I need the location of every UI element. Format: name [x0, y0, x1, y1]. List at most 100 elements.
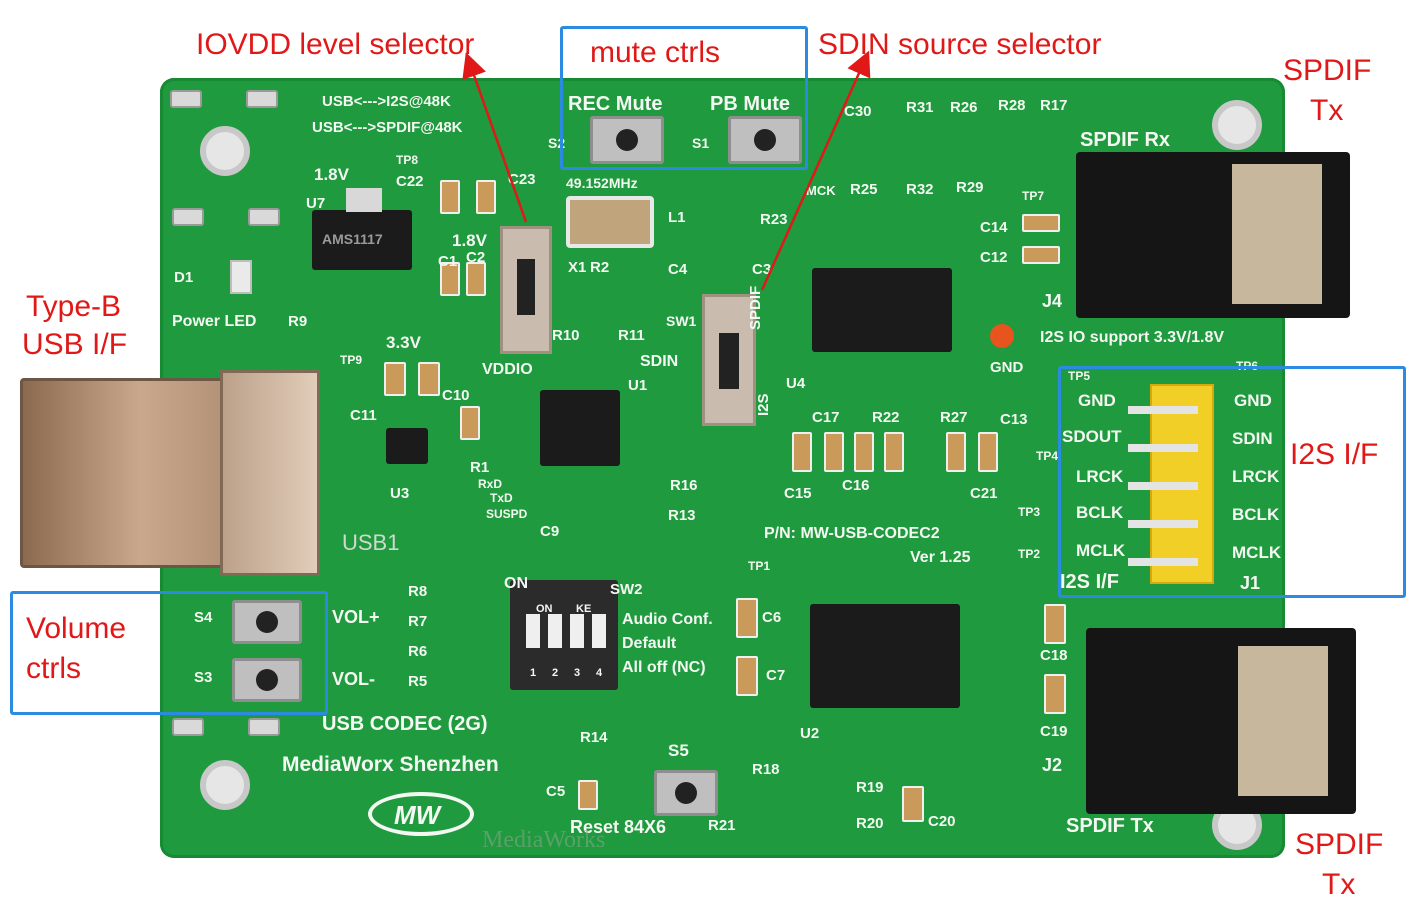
silk-c30: C30	[844, 103, 872, 120]
gnd-test-point	[990, 324, 1014, 348]
annotation-mute-ctrls: mute ctrls	[590, 36, 721, 69]
reset-button[interactable]	[654, 770, 718, 816]
dip-lever[interactable]	[570, 614, 584, 648]
silk-c1: C1	[438, 253, 458, 270]
smd-component	[1022, 214, 1060, 232]
silk-u7: U7	[306, 195, 326, 212]
silk-c18: C18	[1040, 647, 1068, 664]
iovdd-slide-switch[interactable]	[500, 226, 552, 354]
spdif-rx-jack	[1076, 152, 1350, 318]
silk-default: Default	[622, 635, 677, 652]
edge-pad	[246, 90, 278, 108]
silk-header-sdin-right: SDIN	[1232, 429, 1273, 448]
annotation-i2s-if: I2S I/F	[1290, 438, 1379, 471]
silk-s5: S5	[668, 741, 689, 760]
silk-sdin: SDIN	[640, 353, 679, 370]
silk-gnd-tp: GND	[990, 359, 1024, 376]
silk-c5: C5	[546, 783, 566, 800]
silk-header-lrck-right: LRCK	[1232, 467, 1280, 486]
annotation-spdif-tx-top-line1: SPDIF	[1283, 54, 1372, 87]
silk-c13: C13	[1000, 411, 1028, 428]
silk-rxd: RxD	[478, 477, 503, 491]
switch-knob[interactable]	[719, 333, 739, 389]
smd-component	[736, 598, 758, 638]
ic-u4	[812, 268, 952, 352]
silk-r27: R27	[940, 409, 968, 426]
silk-header-bclk-right: BCLK	[1232, 505, 1280, 524]
silk-r32: R32	[906, 181, 934, 198]
silk-r9: R9	[288, 313, 308, 330]
dip-number-3: 3	[574, 667, 581, 679]
silk-tp4: TP4	[1036, 449, 1059, 463]
mounting-hole-bottom-left	[200, 760, 250, 810]
silk-vddio: VDDIO	[482, 361, 533, 378]
power-led	[230, 260, 252, 294]
silk-c15: C15	[784, 485, 812, 502]
silk-usb-spdif: USB<--->SPDIF@48K	[312, 119, 463, 136]
silk-version: Ver 1.25	[910, 549, 971, 566]
silk-usb-i2s: USB<--->I2S@48K	[322, 93, 451, 110]
logo-mark: MW	[394, 800, 441, 830]
silk-r10: R10	[552, 327, 580, 344]
silk-header-gnd: GND	[1078, 391, 1116, 410]
smd-component	[736, 656, 758, 696]
mediaworx-logo: MW	[368, 792, 474, 836]
silk-mediaworx: MediaWorx Shenzhen	[282, 753, 499, 776]
annotation-volume-line2: ctrls	[26, 652, 81, 685]
silk-header-lrck: LRCK	[1076, 467, 1124, 486]
dip-number-4: 4	[596, 667, 603, 679]
sdin-slide-switch[interactable]	[702, 294, 756, 426]
silk-r22: R22	[872, 409, 900, 426]
edge-pad	[172, 208, 204, 226]
silk-tp1: TP1	[748, 559, 771, 573]
ic-u2	[810, 604, 960, 708]
silk-j2: J2	[1042, 755, 1063, 775]
silk-r1: R1	[470, 459, 490, 476]
sdin-arrow	[760, 50, 871, 291]
silk-part-number: P/N: MW-USB-CODEC2	[764, 525, 940, 542]
volume-down-button[interactable]	[232, 658, 302, 702]
smd-component	[418, 362, 440, 396]
silk-u3: U3	[390, 485, 410, 502]
volume-up-button[interactable]	[232, 600, 302, 644]
silk-tp3: TP3	[1018, 505, 1041, 519]
usb-b-connector-shell	[220, 370, 320, 576]
silk-j1: J1	[1240, 573, 1261, 593]
switch-knob[interactable]	[517, 259, 535, 315]
silk-header-bclk: BCLK	[1076, 503, 1124, 522]
smd-component	[476, 180, 496, 214]
rec-mute-button[interactable]	[590, 116, 664, 164]
silk-r26: R26	[950, 99, 978, 116]
dip-on-marking: ON	[536, 603, 553, 615]
iovdd-arrow	[462, 52, 528, 223]
pb-mute-button[interactable]	[728, 116, 802, 164]
silk-spdif-tx: SPDIF Tx	[1066, 815, 1154, 837]
silk-power-led: Power LED	[172, 313, 257, 330]
dip-lever[interactable]	[592, 614, 606, 648]
silk-sw2: SW2	[610, 581, 643, 598]
silk-r20: R20	[856, 815, 884, 832]
dip-switch-sw2[interactable]	[510, 580, 618, 690]
annotation-spdif-tx-top-line2: Tx	[1310, 94, 1344, 127]
silk-c23: C23	[508, 171, 536, 188]
annotation-sdin-source-selector: SDIN source selector	[818, 28, 1102, 61]
dip-number-1: 1	[530, 667, 537, 679]
silk-r7: R7	[408, 613, 428, 630]
silk-tp2: TP2	[1018, 547, 1041, 561]
silk-u4: U4	[786, 375, 806, 392]
silk-tp9: TP9	[340, 353, 363, 367]
i2s-if-highlight-box	[1058, 366, 1406, 598]
silk-usb-codec: USB CODEC (2G)	[322, 713, 488, 735]
dip-lever[interactable]	[548, 614, 562, 648]
silk-freq: 49.152MHz	[566, 175, 638, 191]
silk-c11: C11	[350, 407, 377, 424]
annotation-volume-line1: Volume	[26, 612, 127, 645]
silk-r29: R29	[956, 179, 984, 196]
edge-pad	[248, 718, 280, 736]
silk-tp7: TP7	[1022, 189, 1045, 203]
smd-component	[792, 432, 812, 472]
silk-header-mclk: MCLK	[1076, 541, 1126, 560]
silk-spdif-rx: SPDIF Rx	[1080, 129, 1171, 151]
silk-3v3: 3.3V	[386, 333, 421, 352]
dip-lever[interactable]	[526, 614, 540, 648]
